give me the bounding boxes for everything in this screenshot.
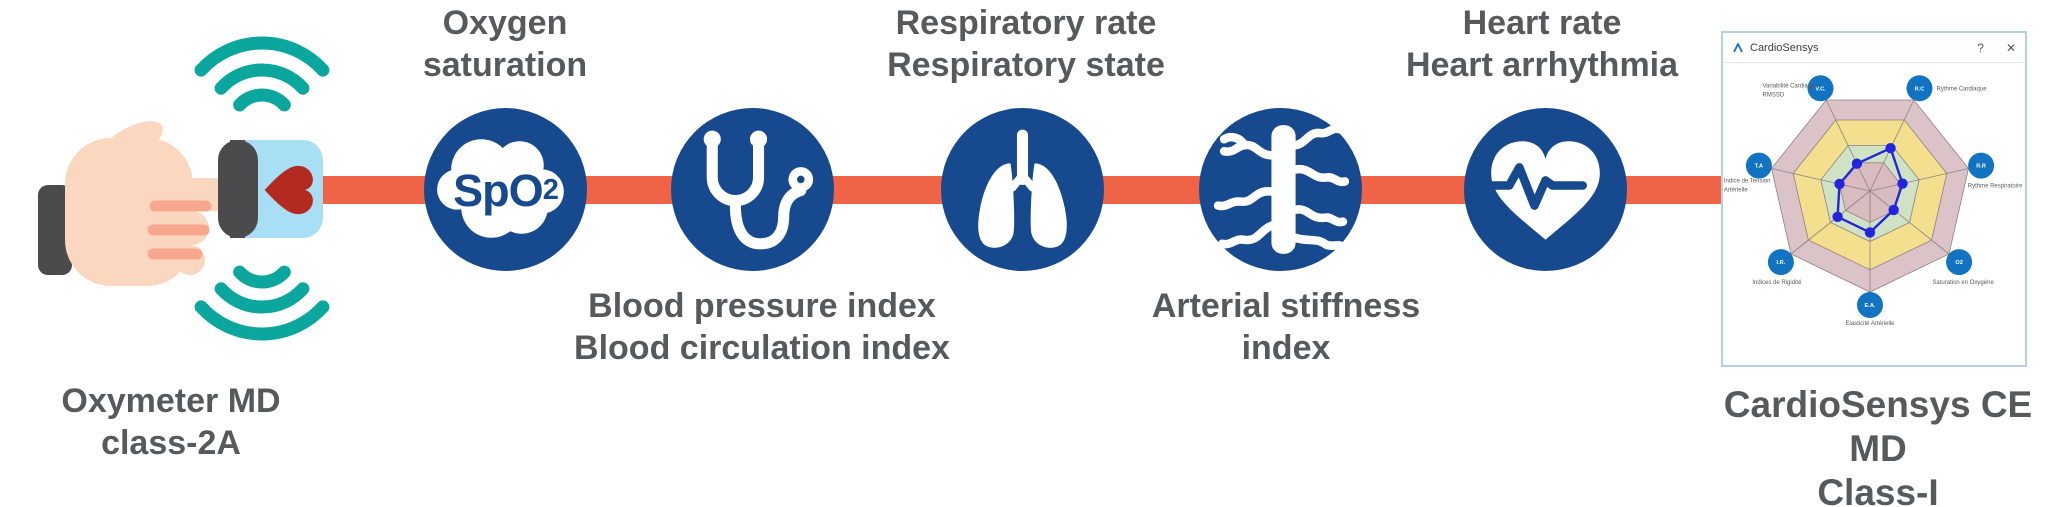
radar-axis-label: Rythme Respiratoire [1968, 184, 2023, 190]
lungs-icon [978, 129, 1067, 248]
radar-axis-abbr: V.C. [1815, 86, 1826, 92]
radar-axis-label: RMSSD [1763, 92, 1785, 98]
radar-axis-node [1857, 292, 1883, 318]
radar-axis-label: Variabilité Cardiaque [1763, 83, 1819, 89]
arterial-stiffness-label: Arterial stiffness index [1151, 287, 1421, 367]
heart-ecg-icon [1483, 141, 1600, 240]
radar-axis-abbr: R.C [1915, 86, 1925, 92]
radar-axis-abbr: I.R. [1777, 260, 1786, 266]
caption-line: Class-I [1817, 472, 1939, 507]
radar-axis-node [1906, 75, 1933, 102]
artery-icon [1213, 124, 1350, 254]
oxygen-saturation-label: Oxygen saturation [422, 4, 588, 84]
radar-axis-node [1946, 249, 1973, 276]
device-heart-icon [264, 165, 313, 215]
pipeline-node-respiratory [941, 108, 1104, 271]
pipeline-node-heart-rate [1464, 108, 1627, 271]
window-titlebar: CardioSensys ? ✕ [1723, 33, 2025, 63]
radar-axis-abbr: R.R [1976, 164, 1986, 170]
radar-axis-abbr: E.A. [1865, 303, 1876, 309]
pipeline-node-blood-pressure [671, 108, 834, 271]
radar-axis-label: Artérielle [1724, 188, 1748, 194]
finger-oximeter-illustration [38, 36, 330, 341]
radar-axis-label: Rythme Cardiaque [1937, 86, 1988, 92]
close-button[interactable]: ✕ [2005, 40, 2016, 55]
heart-rate-label: Heart rate Heart arrhythmia [1405, 4, 1679, 84]
app-window: CardioSensys ? ✕ V.C.Variabilité Cardiaq… [1721, 31, 2027, 367]
window-title: CardioSensys [1750, 41, 1819, 54]
wifi-signal-bottom-icon [194, 265, 330, 341]
spo2-cloud-icon [437, 139, 564, 238]
respiratory-label: Respiratory rate Respiratory state [887, 4, 1165, 84]
radar-axis-label: Elasticité Artérielle [1845, 321, 1895, 327]
cardiosensys-caption-box: CardioSensys CE MD Class-I [1716, 373, 2040, 507]
radar-axis-node [1968, 152, 1995, 179]
radar-axis-label: Indices de Rigidité [1752, 280, 1802, 286]
radar-axis-label: Indice de Tension [1724, 179, 1771, 185]
pipeline-node-arterial-stiffness [1199, 108, 1362, 271]
oximeter-device [218, 140, 323, 238]
radar-axis-node [1767, 249, 1794, 276]
radar-axis-node [1807, 75, 1834, 102]
hand-illustration [38, 121, 232, 286]
app-logo-icon [1733, 42, 1743, 52]
radar-axis-abbr: O2 [1955, 260, 1962, 266]
stethoscope-icon [703, 130, 814, 250]
radar-axis-abbr: T.A [1755, 164, 1763, 170]
radar-axis-node [1745, 152, 1772, 179]
caption-line: CardioSensys CE MD [1723, 384, 2033, 469]
oximeter-caption: Oxymeter MD class-2A [61, 382, 281, 462]
blood-pressure-label: Blood pressure index Blood circulation i… [574, 287, 950, 367]
wifi-signal-top-icon [194, 36, 330, 112]
help-button[interactable]: ? [1977, 40, 1984, 55]
radar-axis-label: Saturation en Oxygène [1932, 280, 1994, 286]
